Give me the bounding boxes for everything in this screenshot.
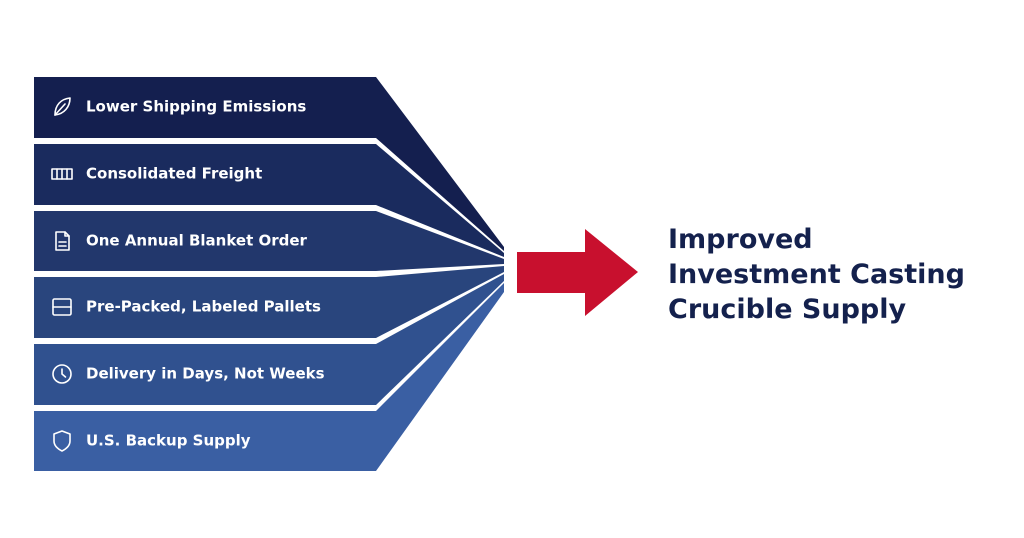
item-label-5: Delivery in Days, Not Weeks bbox=[86, 365, 325, 383]
item-label-3: One Annual Blanket Order bbox=[86, 232, 308, 250]
funnel-band-2 bbox=[34, 144, 504, 257]
funnel-band-6 bbox=[34, 283, 504, 471]
item-label-6: U.S. Backup Supply bbox=[86, 432, 251, 450]
item-label-2: Consolidated Freight bbox=[86, 165, 262, 183]
funnel-band-3 bbox=[34, 211, 504, 271]
container-icon bbox=[51, 168, 73, 180]
document-icon bbox=[55, 231, 70, 251]
result-arrow bbox=[517, 229, 638, 316]
item-label-1: Lower Shipping Emissions bbox=[86, 98, 306, 116]
result-title: Improved Investment Casting Crucible Sup… bbox=[668, 222, 1018, 327]
result-line-2: Investment Casting bbox=[668, 259, 965, 290]
funnel-band-1 bbox=[34, 77, 504, 251]
item-label-4: Pre-Packed, Labeled Pallets bbox=[86, 298, 321, 316]
clock-icon bbox=[52, 364, 72, 384]
leaf-icon bbox=[54, 97, 71, 116]
pallet-icon bbox=[52, 298, 72, 316]
shield-icon bbox=[53, 430, 71, 452]
result-line-3: Crucible Supply bbox=[668, 294, 907, 325]
funnel-band-5 bbox=[34, 274, 504, 405]
funnel-band-4 bbox=[34, 266, 504, 338]
result-line-1: Improved bbox=[668, 224, 813, 255]
